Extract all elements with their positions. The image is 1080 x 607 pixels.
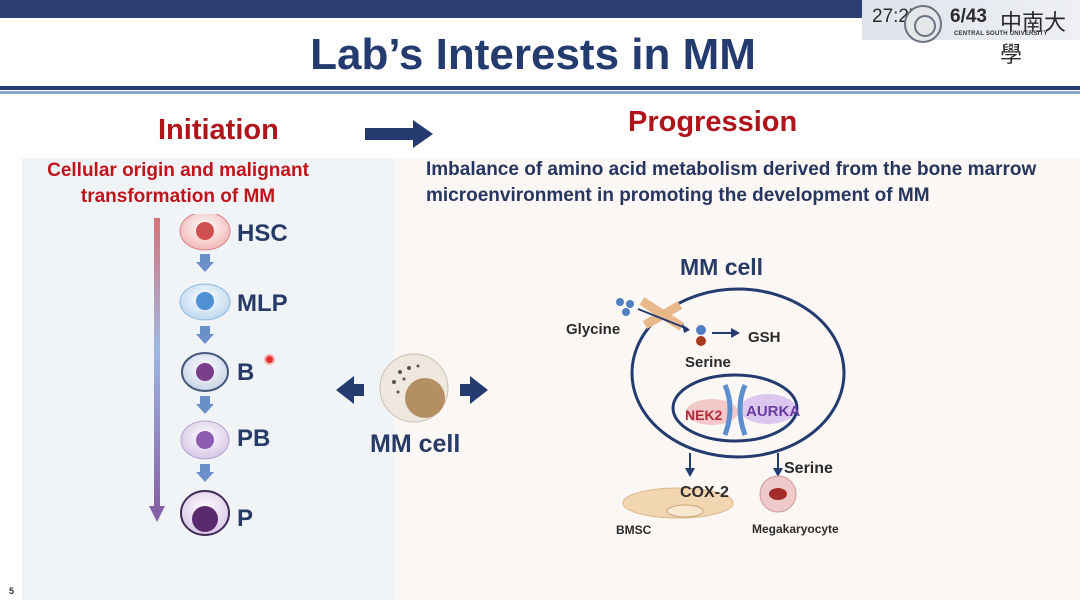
down-arrow-icon — [149, 506, 165, 522]
slide-top-band — [0, 0, 1080, 18]
presenter-overlay — [862, 0, 1080, 40]
title-divider — [0, 86, 1080, 90]
initiation-subtitle: Cellular origin and malignant transforma… — [47, 160, 309, 207]
left-arrow-icon — [336, 376, 364, 404]
initiation-heading: Initiation — [158, 114, 279, 146]
right-arrow-icon — [460, 376, 488, 404]
serine-outside-label: Serine — [784, 460, 833, 477]
down-arrow-icon — [685, 468, 695, 477]
university-name-cn: 中南大學 — [1000, 11, 1067, 68]
university-name-en: CENTRAL SOUTH UNIVERSITY — [954, 31, 1048, 37]
mm-cell-diagram-title: MM cell — [680, 254, 764, 280]
right-arrow-icon — [365, 120, 433, 148]
down-arrow-icon — [196, 464, 214, 482]
nek2-region — [686, 399, 738, 425]
metabolism-diagram — [616, 287, 846, 519]
slide-counter: 6/43 — [950, 6, 987, 27]
chromosome-icon — [722, 384, 748, 436]
laser-pointer-icon — [264, 354, 275, 365]
progression-panel — [394, 158, 1080, 600]
aurka-label: AURKA — [746, 403, 801, 420]
lineage-bar — [154, 218, 160, 508]
title-divider-light — [0, 91, 1080, 94]
mm-cell-nucleus — [405, 378, 445, 418]
stage-label-b: B — [237, 359, 255, 386]
page-number: 5 — [9, 586, 15, 596]
nek2-label: NEK2 — [685, 407, 723, 423]
aurka-region — [740, 394, 796, 424]
mm-cell-label: MM cell — [370, 430, 461, 458]
down-arrow-icon — [196, 396, 214, 414]
stage-label-pb: PB — [237, 425, 271, 452]
university-logo-icon — [904, 5, 942, 43]
stage-label-mlp: MLP — [237, 290, 288, 317]
nucleus-outline — [671, 373, 799, 443]
cox2-label: COX-2 — [680, 484, 729, 501]
lineage-diagram — [149, 214, 231, 536]
stage-label-p: P — [237, 505, 254, 532]
bmsc-cell — [622, 487, 734, 519]
slide-title: Lab’s Interests in MM — [310, 30, 756, 79]
mm-cell-membrane — [630, 287, 846, 459]
gsh-label: GSH — [748, 329, 781, 346]
down-arrow-icon — [196, 326, 214, 344]
stage-label-hsc: HSC — [237, 220, 288, 247]
mm-cell-graphic — [336, 353, 488, 423]
progression-subtitle: Imbalance of amino acid metabolism deriv… — [426, 159, 1037, 206]
down-arrow-icon — [773, 468, 783, 477]
megakaryocyte-label: Megakaryocyte — [752, 522, 839, 536]
glycine-label: Glycine — [566, 321, 621, 338]
serine-inside-label: Serine — [685, 354, 731, 371]
progression-heading: Progression — [628, 106, 798, 138]
down-arrow-icon — [196, 254, 214, 272]
bmsc-label: BMSC — [616, 523, 652, 537]
